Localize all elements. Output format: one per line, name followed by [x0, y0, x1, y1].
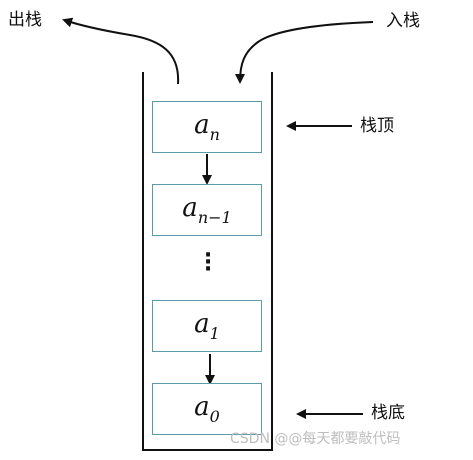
push-label: 入栈 [386, 11, 420, 31]
element-label: a0 [194, 391, 220, 426]
top-label: 栈顶 [360, 116, 394, 136]
pop-arrow [62, 17, 180, 85]
ellipsis-vertical: ··· [203, 243, 213, 282]
watermark-text: CSDN @@每天都要敲代码 [230, 431, 401, 447]
stack-element-an: an [152, 101, 262, 153]
stack-container [142, 72, 273, 451]
stack-element-a1: a1 [152, 300, 262, 352]
stack-element-an-1: an−1 [152, 184, 262, 236]
stack-element-a0: a0 [152, 383, 262, 435]
element-label: an [194, 109, 220, 144]
element-label: an−1 [182, 192, 232, 227]
pop-label: 出栈 [8, 10, 42, 30]
element-label: a1 [194, 308, 220, 343]
push-arrow [235, 21, 374, 84]
bottom-label: 栈底 [371, 403, 405, 423]
